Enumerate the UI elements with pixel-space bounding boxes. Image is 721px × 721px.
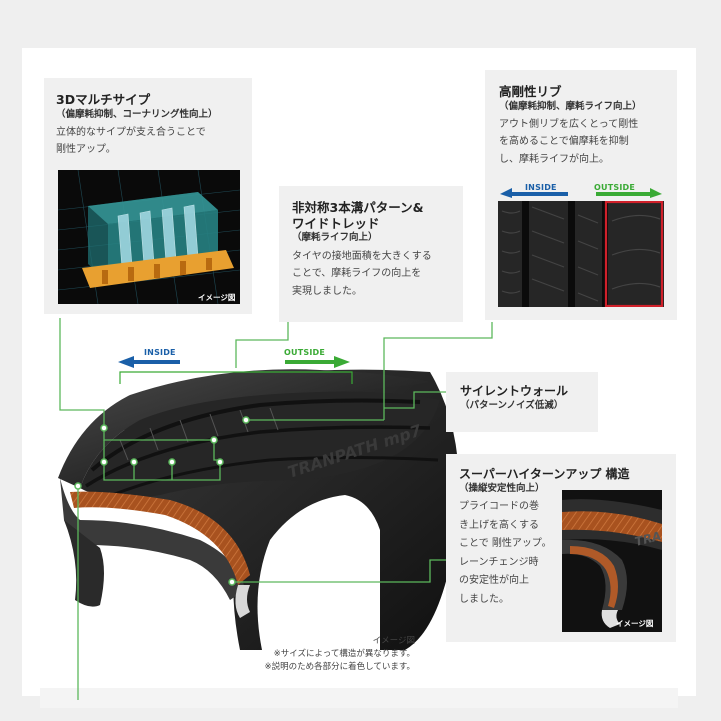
footnote-size-note: ※サイズによって構造が異なります。 — [273, 649, 415, 659]
tire-inner-hole — [257, 495, 380, 650]
feature-subtitle: （偏摩耗抑制、摩耗ライフ向上） — [499, 100, 642, 112]
tire-inside-label: INSIDE — [144, 348, 176, 357]
rib-outside-label: OUTSIDE — [594, 183, 635, 192]
feature-title: 非対称3本溝パターン& ワイドトレッド — [292, 200, 424, 231]
turnup-structure-image: TRA — [562, 490, 662, 632]
feature-description: タイヤの接地面積を大きくする ことで、摩耗ライフの向上を 実現しました。 — [292, 250, 432, 297]
next-section-strip — [40, 688, 678, 708]
feature-card-silent-wall: サイレントウォール （パターンノイズ低減） — [446, 372, 598, 432]
feature-title: サイレントウォール — [460, 384, 569, 398]
feature-card-asymmetric-pattern: 非対称3本溝パターン& ワイドトレッド （摩耗ライフ向上） タイヤの接地面積を大… — [279, 186, 463, 322]
svg-text:TRA: TRA — [633, 529, 662, 549]
feature-description: 立体的なサイプが支え合うことで 剛性アップ。 — [56, 126, 206, 156]
feature-description: プライコードの巻 き上げを高くする ことで 剛性アップ。 レーンチェンジ時 の安… — [459, 501, 552, 605]
feature-title: スーパーハイターンアップ 構造 — [459, 467, 630, 481]
feature-subtitle: （操縦安定性向上） — [459, 483, 545, 494]
feature-subtitle: （偏摩耗抑制、コーナリング性向上） — [56, 108, 218, 120]
footnote-image-note: イメージ図 — [372, 636, 415, 646]
turnup-image-label: イメージ図 — [616, 619, 654, 628]
tire-cross-section — [60, 478, 245, 600]
ply-cord-layer — [70, 491, 250, 585]
rib-inside-label: INSIDE — [525, 183, 557, 192]
footnote-color-note: ※説明のため各部分に着色しています。 — [264, 662, 415, 672]
sipe-image-label: イメージ図 — [198, 293, 236, 302]
tire-outside-label: OUTSIDE — [284, 348, 325, 357]
feature-title: 高剛性リブ — [499, 84, 562, 99]
sipe-3d-image — [58, 170, 240, 304]
feature-subtitle: （摩耗ライフ向上） — [292, 232, 378, 244]
tire-tread — [58, 369, 430, 488]
feature-title: 3Dマルチサイプ — [56, 92, 151, 107]
rib-direction-arrows — [500, 188, 662, 198]
tire-direction-indicator — [118, 356, 353, 384]
feature-subtitle: （パターンノイズ低減） — [460, 400, 564, 411]
rib-tread-image — [498, 201, 664, 307]
feature-description: アウト側リブを広くとって剛性 を高めることで偏摩耗を抑制 し、摩耗ライフが向上。 — [499, 118, 639, 165]
